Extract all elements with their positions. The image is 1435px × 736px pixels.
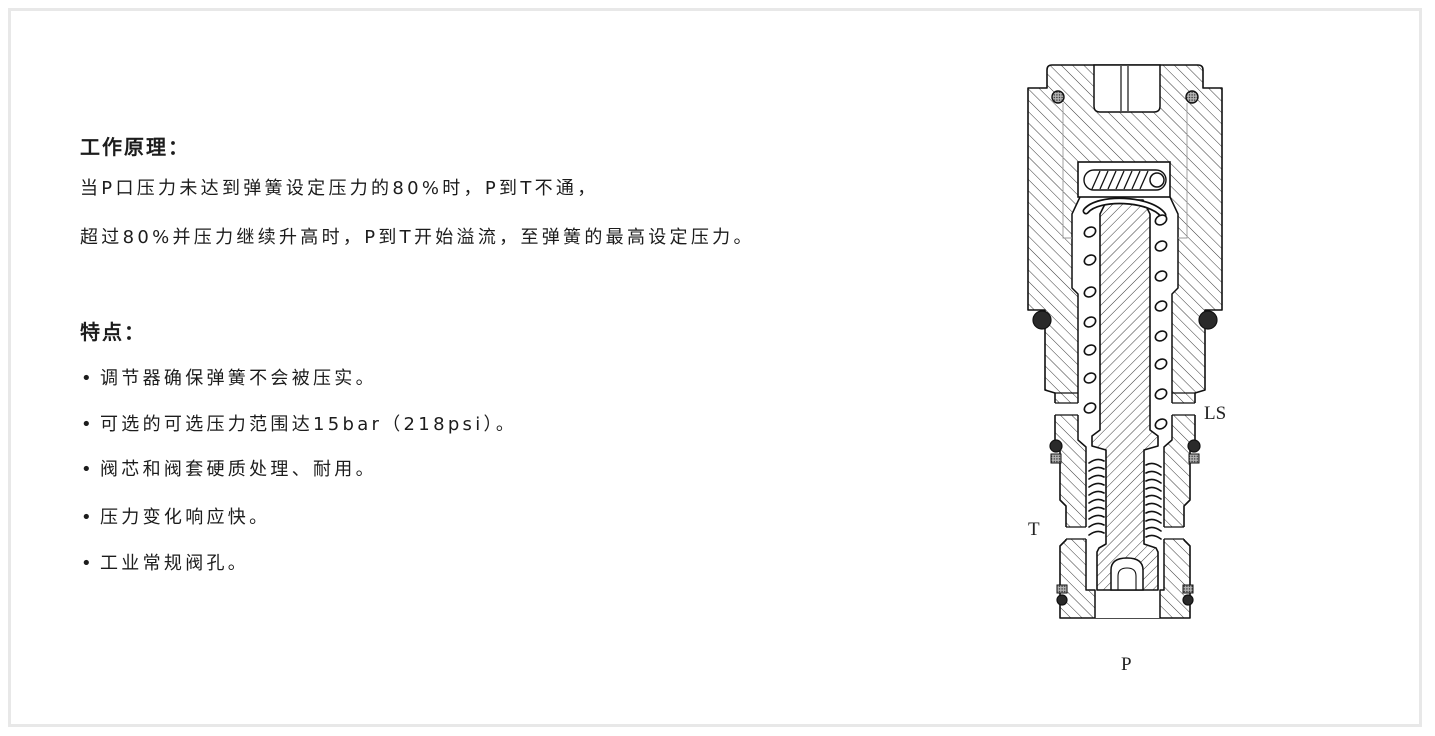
lower-spring-left — [1088, 458, 1105, 536]
spring-coil — [1154, 330, 1168, 342]
o-ring-top-right — [1185, 90, 1199, 104]
ls-port-label: LS — [1204, 403, 1226, 424]
lower-spring-right — [1145, 462, 1162, 540]
spring-coils-right — [1154, 214, 1168, 430]
backup-ring-middle-left — [1050, 453, 1062, 464]
spring-coil — [1083, 402, 1097, 414]
feature-item: 压力变化响应快。 — [80, 506, 270, 530]
spring-coils-left — [1083, 226, 1097, 414]
spring-coil — [1083, 372, 1097, 384]
o-ring-main-right — [1198, 310, 1218, 330]
o-ring-bottom-right — [1182, 594, 1194, 606]
spring-coil — [1154, 240, 1168, 252]
principle-line-2: 超过80%并压力继续升高时，P到T开始溢流，至弹簧的最高设定压力。 — [80, 227, 755, 248]
principle-title: 工作原理： — [80, 135, 190, 159]
t-passage-right — [1162, 527, 1185, 539]
ls-passage-left — [1054, 403, 1080, 415]
spring-coil — [1154, 214, 1168, 226]
spring-coil — [1083, 226, 1097, 238]
spring-coil — [1083, 286, 1097, 298]
spring-coil — [1154, 300, 1168, 312]
o-ring-bottom-left — [1056, 594, 1068, 606]
feature-item: 调节器确保弹簧不会被压实。 — [80, 367, 377, 391]
spool-slot-inner — [1117, 567, 1137, 590]
feature-item: 阀芯和阀套硬质处理、耐用。 — [80, 458, 377, 482]
o-ring-middle-left — [1049, 439, 1063, 453]
spring-first-coil-inner — [1084, 199, 1165, 217]
feature-item: 可选的可选压力范围达15bar（218psi）。 — [80, 413, 517, 437]
principle-line-1: 当P口压力未达到弹簧设定压力的80%时，P到T不通， — [80, 178, 599, 199]
spring-coil — [1083, 344, 1097, 356]
panel-frame — [8, 8, 1422, 727]
socket-flat-lines — [1120, 66, 1129, 111]
spring-coil — [1154, 270, 1168, 282]
seat-coil — [1083, 169, 1167, 191]
backup-ring-bottom-left — [1056, 584, 1068, 594]
seat-coil-end — [1149, 172, 1165, 188]
t-passage-lines — [1066, 526, 1184, 540]
spring-coil — [1154, 358, 1168, 370]
adjuster-socket — [1093, 64, 1161, 113]
o-ring-main-left — [1032, 310, 1052, 330]
ls-passage-right — [1170, 403, 1196, 415]
spool — [1091, 199, 1159, 591]
spool-bottom-slot — [1110, 557, 1144, 591]
ls-passage-lines — [1055, 402, 1195, 416]
valve-cross-section-diagram: LS T P — [1027, 64, 1226, 675]
spring-coil — [1083, 316, 1097, 328]
features-title: 特点： — [80, 320, 146, 344]
chamber-walls — [1071, 196, 1179, 618]
o-ring-top-left — [1051, 90, 1065, 104]
backup-ring-middle-right — [1188, 453, 1200, 464]
spring-coil — [1154, 418, 1168, 430]
adjuster-outline — [1062, 103, 1188, 239]
t-passage-left — [1065, 527, 1088, 539]
p-port-label: P — [1121, 654, 1132, 675]
o-ring-middle-right — [1187, 439, 1201, 453]
backup-ring-bottom-right — [1182, 584, 1194, 594]
seat-coil-turns — [1091, 170, 1149, 190]
t-port-label: T — [1028, 519, 1040, 540]
spring-coil — [1154, 388, 1168, 400]
spring-coil — [1083, 254, 1097, 266]
feature-item: 工业常规阀孔。 — [80, 552, 249, 576]
